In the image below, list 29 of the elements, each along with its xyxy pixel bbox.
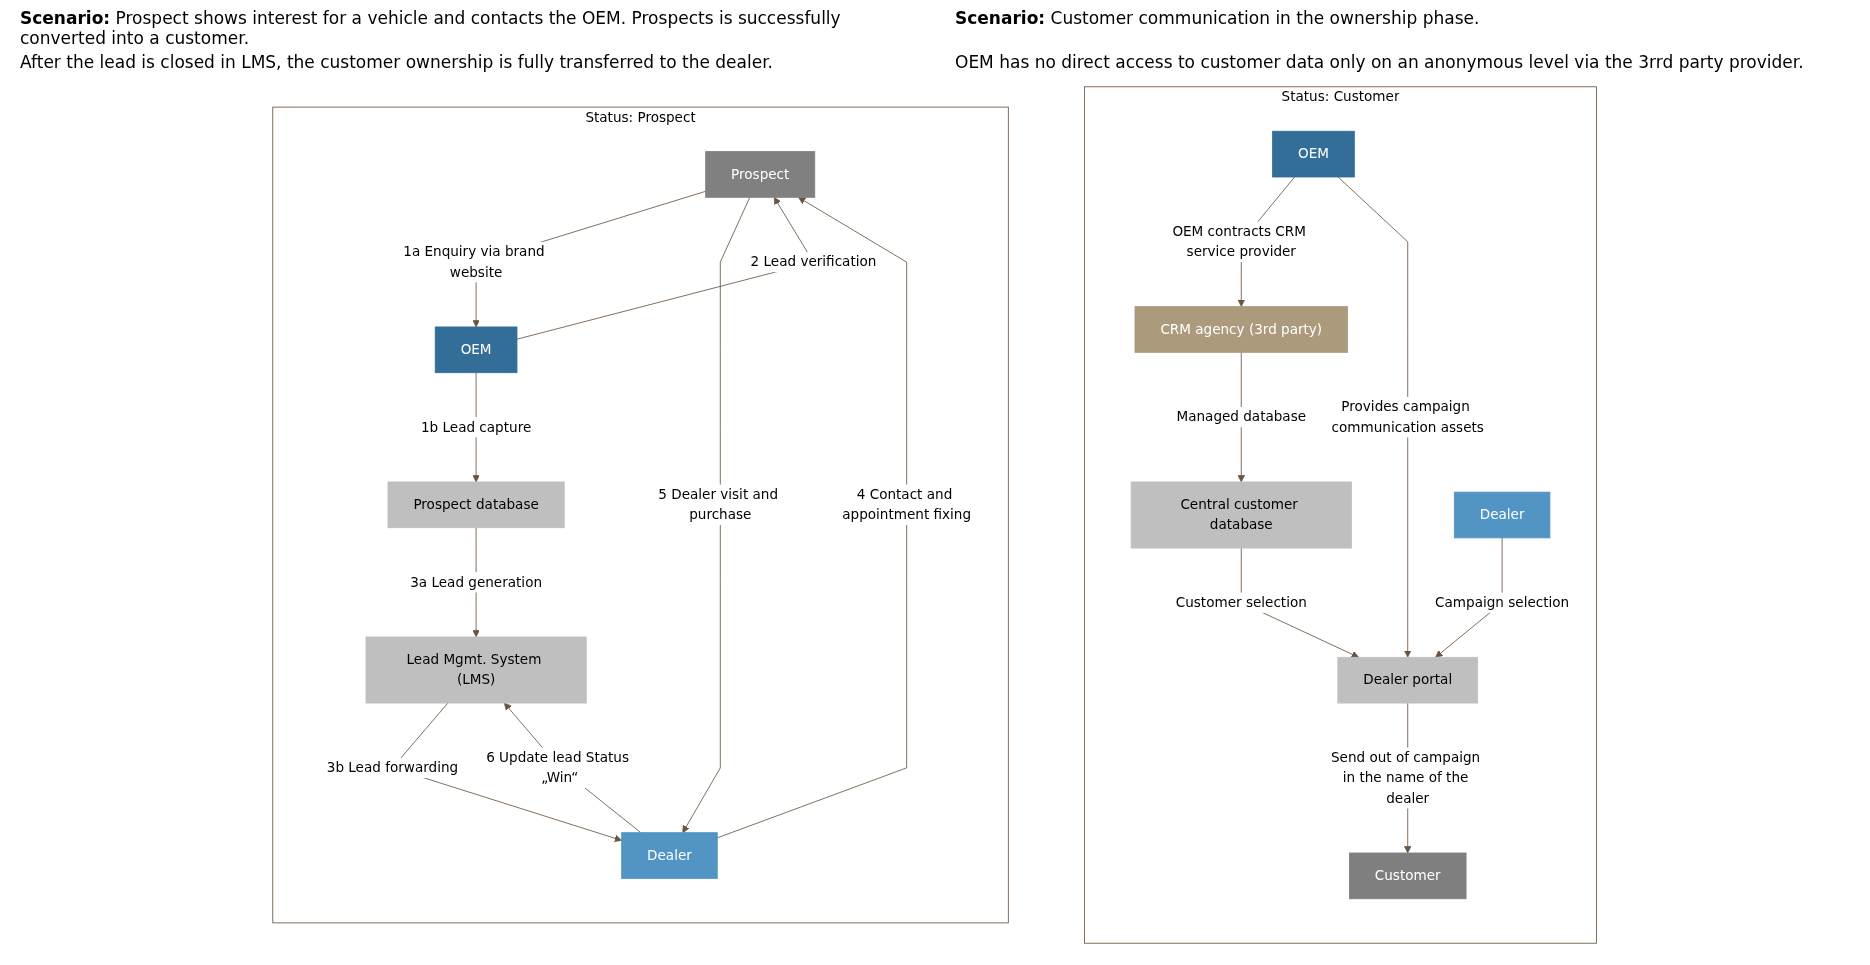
node-box: Dealer portal [1337, 656, 1479, 704]
node-box: Customer [1349, 852, 1467, 900]
edge-label: 4 Contact and appointment fixing [842, 486, 972, 523]
edge-label: OEM contracts CRM service provider [1172, 223, 1307, 260]
edge-label: Send out of campaign in the name of the dealer [1331, 749, 1481, 806]
edge-label: Managed database [1176, 408, 1307, 425]
edge-label: 5 Dealer visit and purchase [658, 486, 779, 523]
edge-label: 2 Lead verification [750, 253, 877, 270]
edge-label: 6 Update lead Status „Win“ [486, 749, 630, 786]
node-box: Central customer database [1131, 481, 1353, 549]
node-box: CRM agency (3rd party) [1134, 306, 1349, 353]
node-box: Lead Mgmt. System (LMS) [365, 636, 587, 704]
edge-label: Provides campaign communication assets [1331, 398, 1485, 435]
node-box: Dealer [1454, 491, 1551, 539]
node-box: Prospect [705, 151, 816, 198]
edge-label: Customer selection [1176, 594, 1308, 611]
note-text: Scenario: Customer communication in the ownership phase. [955, 8, 1481, 30]
note-text: After the lead is closed in LMS, the customer ownership is fully transferred to the dealer. [20, 52, 774, 72]
node-box: Dealer [621, 832, 719, 879]
note-text: Scenario: Prospect shows interest for a vehicle and contacts the OEM. Prospects is successfully converted into a customer. [20, 8, 842, 48]
edge-label: 3a Lead generation [410, 573, 543, 590]
node-box: OEM [435, 326, 518, 374]
note-text: OEM has no direct access to customer data only on an anonymous level via the 3rrd party provider. [955, 52, 1805, 72]
node-box: OEM [1272, 130, 1356, 178]
edge-label: 1a Enquiry via brand website [403, 243, 545, 280]
edge-label: 3b Lead forwarding [327, 759, 459, 776]
edge-label: Campaign selection [1435, 594, 1570, 611]
node-box: Prospect database [387, 481, 565, 529]
edge-label: 1b Lead capture [421, 418, 532, 435]
